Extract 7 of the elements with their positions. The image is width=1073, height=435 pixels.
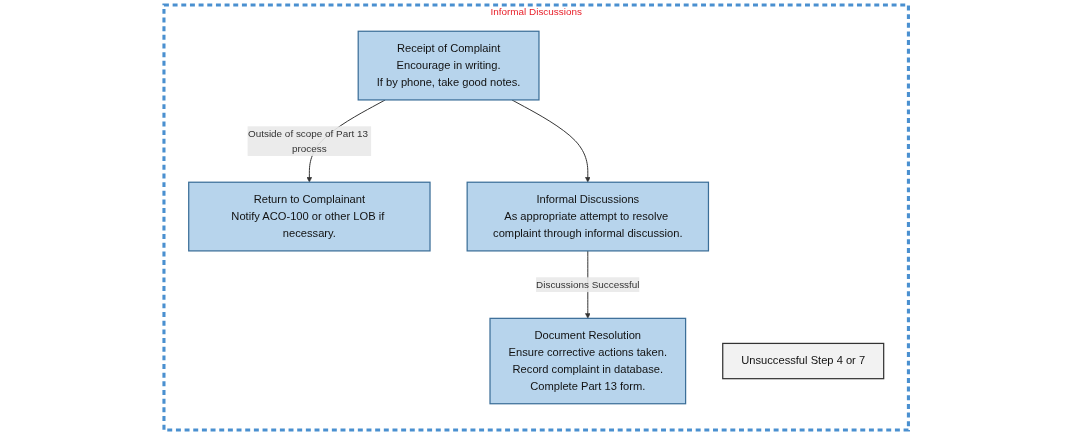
edge-label: Discussions Successful bbox=[536, 279, 640, 290]
edge-label: Outside of scope of Part 13 process bbox=[248, 128, 369, 154]
node-box: Receipt of Complaint Encourage in writing. If by phone, take good notes. bbox=[357, 30, 540, 101]
node-box: Document Resolution Ensure corrective actions taken. Record complaint in database. Complete Part 13 form. bbox=[489, 317, 687, 405]
node-box: Return to Complainant Notify ACO-100 or other LOB if necessary. bbox=[188, 181, 431, 252]
node-box: Informal Discussions As appropriate attempt to resolve complaint through informal discussion. bbox=[466, 181, 710, 252]
node-box: Unsuccessful Step 4 or 7 bbox=[722, 342, 885, 380]
